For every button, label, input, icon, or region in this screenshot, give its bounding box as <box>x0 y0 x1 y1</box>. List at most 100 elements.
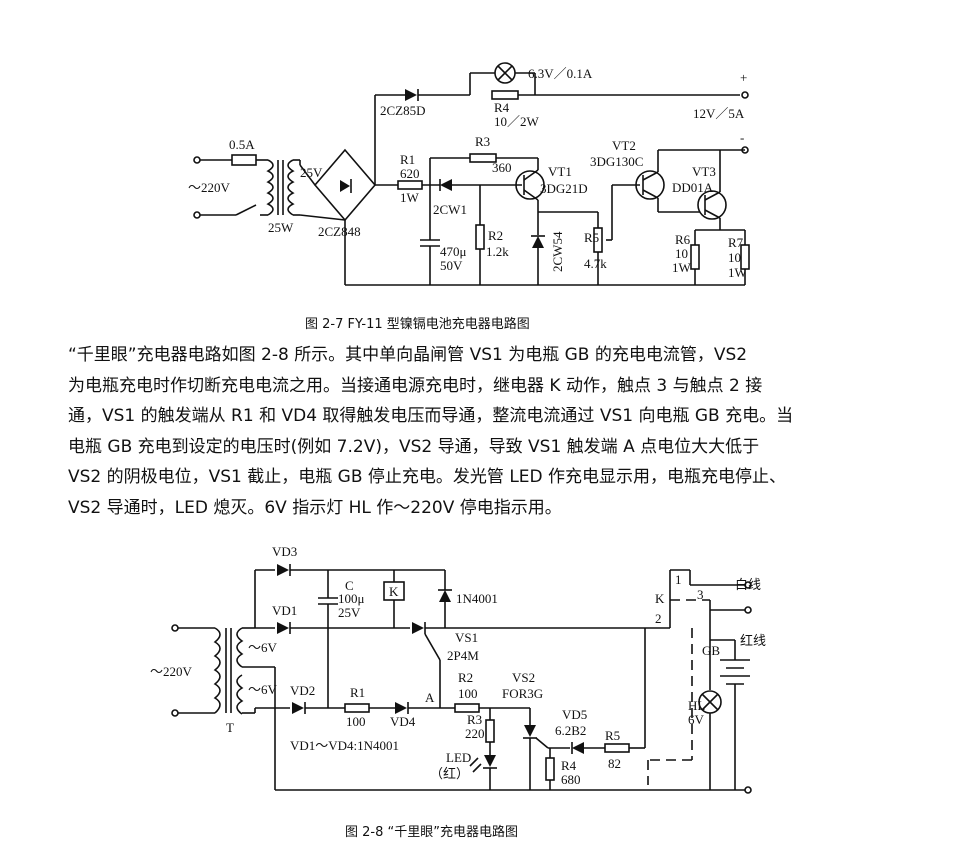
transformer-secondary <box>287 159 295 216</box>
transformer-primary <box>266 159 274 216</box>
label-zener1: 2CW1 <box>433 202 467 217</box>
paragraph-line: 通，VS1 的触发端从 R1 和 VD4 取得触发电压而导通，整流电流通过 VS… <box>68 406 794 426</box>
label-r2-value: 100 <box>458 686 478 701</box>
label-vs2: VS2 <box>512 670 535 685</box>
label-r7-power: 1W <box>728 265 748 280</box>
resistor-r4 <box>491 90 519 100</box>
terminal-icon <box>171 624 179 632</box>
transistor-vt3 <box>697 190 727 220</box>
label-r1: R1 <box>400 152 415 167</box>
label-r4: R4 <box>494 100 510 115</box>
label-cap-voltage: 50V <box>440 258 463 273</box>
label-r6-value: 10 <box>675 246 688 261</box>
label-contact-3: 3 <box>697 587 704 602</box>
diode-vd3 <box>277 564 289 576</box>
label-r1: R1 <box>350 685 365 700</box>
terminal-icon <box>741 146 749 154</box>
fig1-wires <box>193 62 750 286</box>
paragraph-line: 为电瓶充电时作切断充电电流之用。当接通电源充电时，继电器 K 动作，触点 3 与… <box>68 375 763 396</box>
label-r2: R2 <box>488 228 503 243</box>
terminal-icon <box>171 709 179 717</box>
label-vt3-type: DD01A <box>672 180 714 195</box>
label-r3-value: 360 <box>492 160 512 175</box>
label-lamp: 6.3V／0.1A <box>528 66 593 81</box>
figure-2-7-caption: 图 2-7 FY-11 型镍镉电池充电器电路图 <box>305 316 530 332</box>
label-relay-k: K <box>389 584 399 599</box>
label-vt1-type: 3DG21D <box>540 181 588 196</box>
terminal-icon <box>744 606 752 614</box>
label-r5: R5 <box>605 728 620 743</box>
zener-vd5 <box>572 742 584 754</box>
label-diodes-note: VD1～VD4:1N4001 <box>290 738 399 753</box>
label-plus: + <box>740 70 747 85</box>
label-white-wire: 白线 <box>735 577 761 593</box>
label-lamp-hl: HL <box>688 698 705 713</box>
label-r3: R3 <box>467 712 482 727</box>
resistor-r2 <box>454 703 480 713</box>
led-icon <box>484 755 496 767</box>
fuse-symbol <box>231 154 257 166</box>
diode-vd1 <box>277 622 289 634</box>
label-output: 12V／5A <box>693 106 745 121</box>
label-c-value: 100μ <box>338 591 365 606</box>
label-led: LED <box>446 750 471 765</box>
label-c-voltage: 25V <box>338 605 361 620</box>
label-vd5: VD5 <box>562 707 587 722</box>
fig2-wires <box>171 564 752 794</box>
label-fuse: 0.5A <box>229 137 255 152</box>
label-zener2: 2CW54 <box>550 231 565 272</box>
transformer-t-primary <box>213 627 221 714</box>
label-r2-value: 1.2k <box>486 244 509 259</box>
label-transformer-t: T <box>226 720 234 735</box>
label-led-color: （红） <box>430 766 469 781</box>
label-r3-value: 220 <box>465 726 485 741</box>
resistor-r2 <box>475 224 485 250</box>
label-vd1: VD1 <box>272 603 297 618</box>
figure-2-7-schematic: 0.5A ～220V 25W 25V 2CZ848 2CZ85D 6.3V／0.… <box>188 62 750 332</box>
label-r4-value: 680 <box>561 772 581 787</box>
relay-coil <box>383 581 405 601</box>
label-r3: R3 <box>475 134 490 149</box>
label-r2: R2 <box>458 670 473 685</box>
thyristor-vs2 <box>524 725 536 737</box>
paragraph-line: 电瓶 GB 充电到设定的电压时(例如 7.2V)，VS2 导通，导致 VS1 触… <box>68 436 760 457</box>
label-vs2-type: FOR3G <box>502 686 543 701</box>
label-r7: R7 <box>728 235 744 250</box>
label-relay-contact-k: K <box>655 591 665 606</box>
label-r1-value: 100 <box>346 714 366 729</box>
fig2-labels: VD3 C 100μ 25V K 1N4001 VD1 ～220V ～6V ～6… <box>150 544 766 840</box>
terminal-icon <box>744 581 752 589</box>
label-point-a: A <box>425 690 435 705</box>
label-diode-1n4001: 1N4001 <box>456 591 498 606</box>
label-vt1: VT1 <box>548 164 572 179</box>
resistor-r1 <box>344 703 370 713</box>
resistor-r4 <box>545 757 555 781</box>
label-vd2: VD2 <box>290 683 315 698</box>
label-r6-power: 1W <box>672 260 692 275</box>
diode-2cz85d <box>405 89 417 101</box>
label-lamp-hl-voltage: 6V <box>688 712 705 727</box>
label-mains: ～220V <box>188 180 231 195</box>
lamp-hl-icon <box>698 690 722 714</box>
paragraph-line: “千里眼”充电器电路如图 2-8 所示。其中单向晶闸管 VS1 为电瓶 GB 的… <box>68 345 748 365</box>
resistor-r5 <box>604 743 630 753</box>
label-vt2: VT2 <box>612 138 636 153</box>
diode-vd4 <box>395 702 407 714</box>
label-red-wire: 红线 <box>740 633 766 649</box>
label-vs1: VS1 <box>455 630 478 645</box>
label-contact-2: 2 <box>655 611 662 626</box>
label-r1-value: 620 <box>400 166 420 181</box>
body-paragraph: “千里眼”充电器电路如图 2-8 所示。其中单向晶闸管 VS1 为电瓶 GB 的… <box>68 340 918 523</box>
label-minus: - <box>740 130 744 145</box>
resistor-r6 <box>690 244 700 270</box>
label-diode: 2CZ85D <box>380 103 426 118</box>
label-r5-value: 82 <box>608 756 621 771</box>
label-r5: R5 <box>584 230 599 245</box>
label-vd3: VD3 <box>272 544 297 559</box>
transistor-vt2 <box>635 170 665 200</box>
transistor-vt1 <box>515 170 545 200</box>
label-vt2-type: 3DG130C <box>590 154 643 169</box>
terminal-icon <box>741 91 749 99</box>
label-r7-value: 10 <box>728 250 741 265</box>
terminal-icon <box>193 156 201 164</box>
